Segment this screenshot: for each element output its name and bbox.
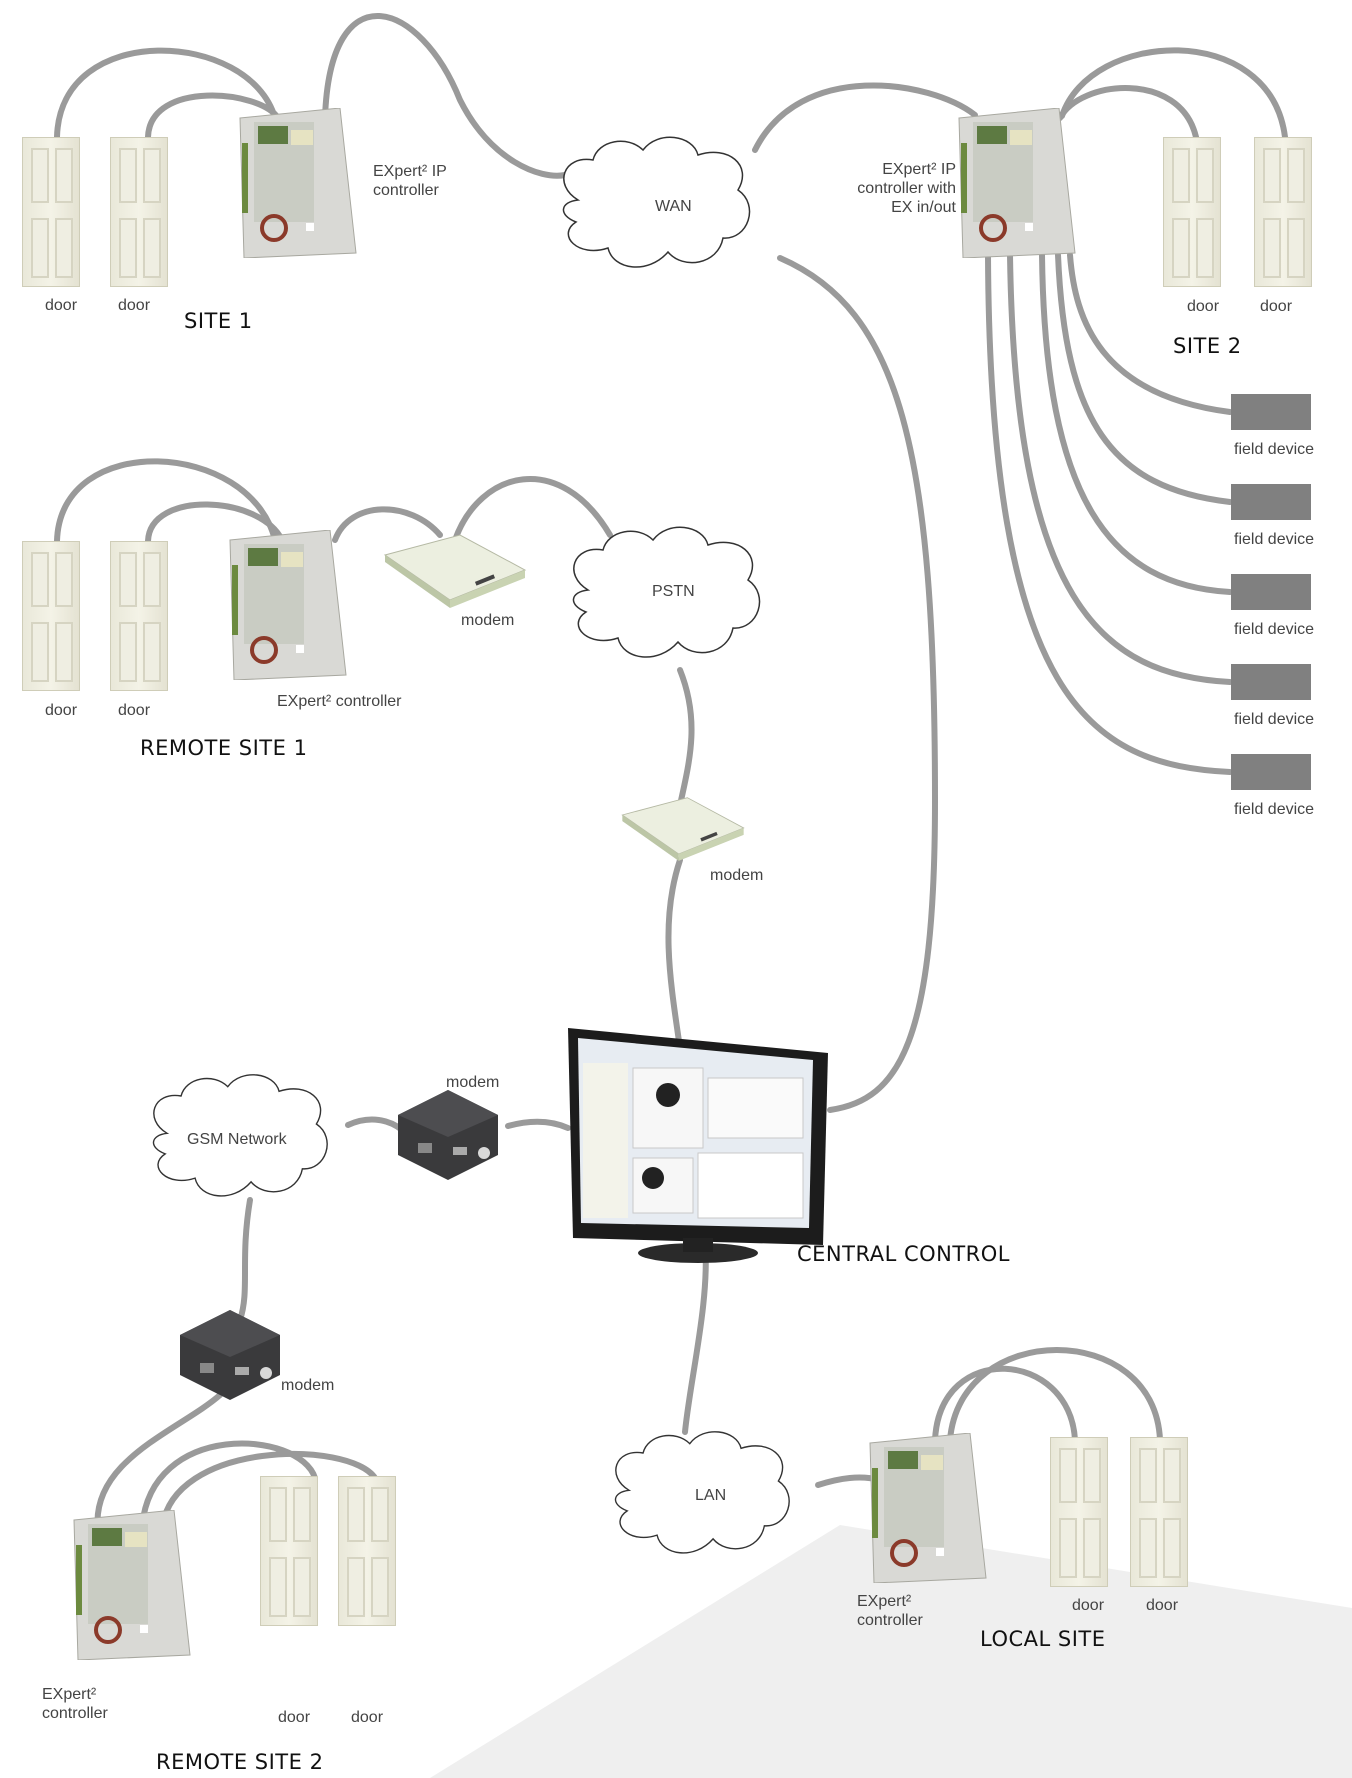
local-title: LOCAL SITE <box>980 1627 1106 1651</box>
remote1-door-1-label: door <box>45 702 78 719</box>
wire-r1-door1 <box>54 458 278 544</box>
wire-fd3 <box>1039 252 1233 595</box>
wire-r2-door2 <box>159 1450 378 1533</box>
wire-modem3-r2 <box>94 1392 223 1533</box>
wire-r1-modem <box>332 506 443 543</box>
wire-modem2-central <box>665 857 683 1051</box>
remote2-title: REMOTE SITE 2 <box>156 1750 324 1774</box>
field-device-1 <box>1231 394 1311 430</box>
wire-fd2 <box>1055 252 1233 505</box>
wire-site1-door1 <box>54 47 278 140</box>
wire-modem-monitor <box>505 1118 571 1131</box>
wan-label: WAN <box>655 198 692 215</box>
gsm-modem-remote2 <box>180 1310 280 1400</box>
wire-site1-door2 <box>145 92 281 140</box>
site2-door-2-label: door <box>1260 298 1293 315</box>
site1-door-2 <box>110 137 168 287</box>
lan-cloud <box>614 1431 790 1554</box>
remote2-door-2-label: door <box>351 1709 384 1726</box>
gsm-modem-remote2-label: modem <box>281 1377 335 1394</box>
remote1-controller-label: EXpert² controller <box>277 693 402 710</box>
wire-r1-door2 <box>145 501 285 544</box>
wire-fd4 <box>1007 252 1233 685</box>
remote1-controller <box>229 530 347 680</box>
gsm-label: GSM Network <box>187 1131 287 1148</box>
central-modem-label: modem <box>710 867 764 884</box>
lan-label: LAN <box>695 1487 727 1504</box>
remote1-door-2-label: door <box>118 702 151 719</box>
wire-modem-pstn <box>452 476 613 543</box>
local-door-2-label: door <box>1146 1597 1179 1614</box>
field-device-4 <box>1231 664 1311 700</box>
local-door-1 <box>1050 1437 1108 1587</box>
gsm-modem-central-label: modem <box>446 1074 500 1091</box>
local-door-2 <box>1130 1437 1188 1587</box>
site1-door-1-label: door <box>45 297 78 314</box>
site2-door-1 <box>1163 137 1221 287</box>
gsm-cloud <box>152 1074 328 1197</box>
site2-title: SITE 2 <box>1173 334 1242 358</box>
remote1-door-2 <box>110 541 168 691</box>
remote1-door-1 <box>22 541 80 691</box>
remote2-door-1-label: door <box>278 1709 311 1726</box>
pstn-label: PSTN <box>652 583 695 600</box>
wire-local-door1 <box>932 1365 1078 1443</box>
remote2-door-1 <box>260 1476 318 1626</box>
wan-cloud <box>562 136 751 268</box>
wire-fd5 <box>985 252 1233 775</box>
central-title: CENTRAL CONTROL <box>797 1242 1010 1266</box>
wire-fd1 <box>1067 252 1233 415</box>
site2-controller <box>958 108 1076 258</box>
wire-pstn-modem2 <box>677 667 695 808</box>
site1-door-2-label: door <box>118 297 151 314</box>
site1-title: SITE 1 <box>184 309 253 333</box>
site2-door-2 <box>1254 137 1312 287</box>
wire-gsm-modem3 <box>237 1197 253 1323</box>
wire-site1-wan <box>322 13 568 179</box>
remote2-controller <box>73 1510 191 1660</box>
field-device-5-label: field device <box>1234 801 1315 818</box>
gsm-modem-central <box>398 1090 498 1180</box>
local-door-1-label: door <box>1072 1597 1105 1614</box>
remote2-door-2 <box>338 1476 396 1626</box>
central-modem <box>621 797 745 861</box>
wire-site2-wan <box>752 82 978 153</box>
wire-local-door2 <box>947 1347 1163 1443</box>
remote1-title: REMOTE SITE 1 <box>140 736 308 760</box>
remote1-modem-label: modem <box>461 612 515 629</box>
field-device-3 <box>1231 574 1311 610</box>
field-device-2-label: field device <box>1234 531 1315 548</box>
wire-site2-door1 <box>1059 47 1288 140</box>
field-device-5 <box>1231 754 1311 790</box>
central-monitor <box>568 1028 828 1263</box>
field-device-1-label: field device <box>1234 441 1315 458</box>
wire-central-lan <box>682 1240 709 1435</box>
field-device-4-label: field device <box>1234 711 1315 728</box>
wire-r2-door1 <box>139 1440 318 1531</box>
remote1-modem <box>383 534 527 608</box>
site1-controller <box>239 108 357 258</box>
wire-wan-central <box>777 255 939 1113</box>
pstn-cloud <box>572 526 761 658</box>
local-controller <box>869 1433 987 1583</box>
wire-site2-door2 <box>1057 85 1199 140</box>
site1-door-1 <box>22 137 80 287</box>
field-device-3-label: field device <box>1234 621 1315 638</box>
site2-door-1-label: door <box>1187 298 1220 315</box>
field-device-2 <box>1231 484 1311 520</box>
